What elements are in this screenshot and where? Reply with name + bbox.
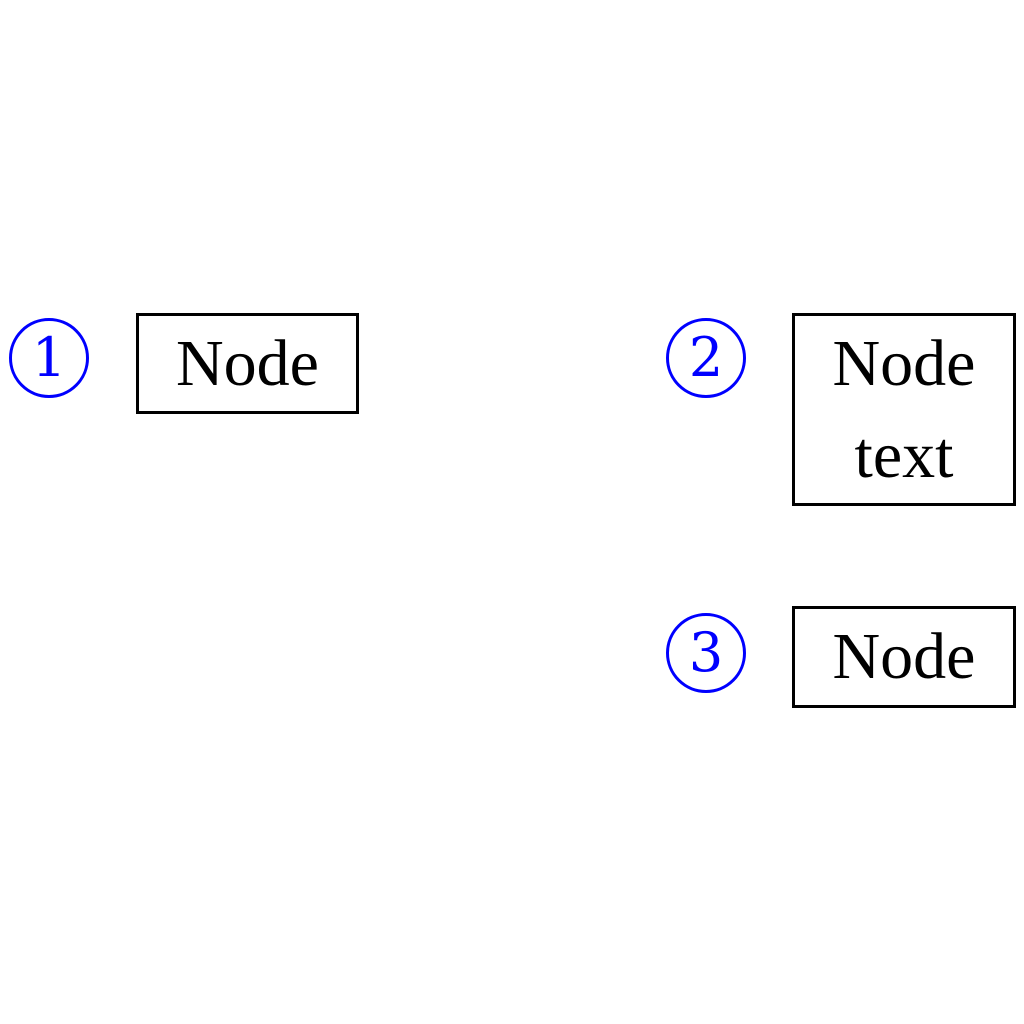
node-label: Node xyxy=(176,326,319,400)
node-box-3: Node xyxy=(792,606,1016,708)
node-label: Node xyxy=(832,620,976,693)
node-label-second-line: text xyxy=(854,418,954,492)
node-box-2: Node text xyxy=(792,313,1016,506)
step-marker-1: 1 xyxy=(9,318,89,398)
step-marker-3: 3 xyxy=(666,613,746,693)
step-marker-2: 2 xyxy=(666,318,746,398)
node-box-1: Node xyxy=(136,313,359,414)
node-label: Node xyxy=(832,326,976,400)
